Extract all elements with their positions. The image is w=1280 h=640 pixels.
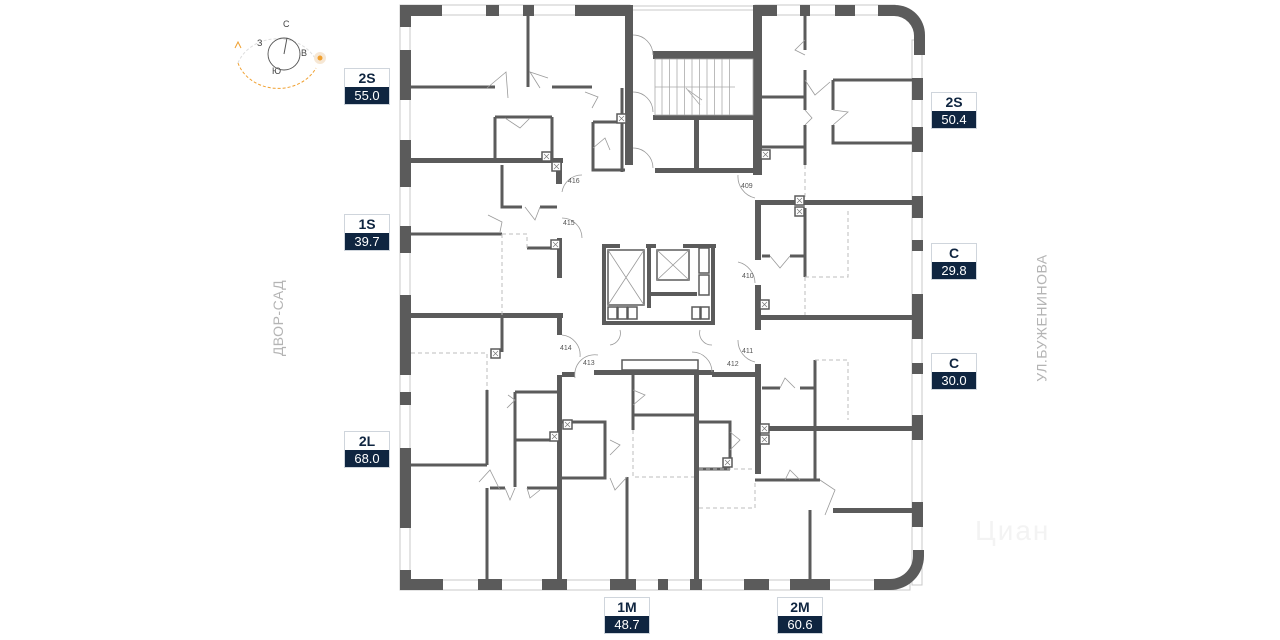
vent-shaft-icon [550, 239, 561, 250]
compass-rose-icon [234, 37, 326, 89]
vent-shaft-icon [759, 299, 770, 310]
unit-label-2s-right[interactable]: 2S 50.4 [931, 92, 977, 129]
unit-type: 2L [358, 433, 376, 449]
unit-type: C [948, 245, 960, 261]
vent-shaft-icon [562, 419, 573, 430]
compass-south: Ю [272, 66, 282, 76]
core-walls [411, 5, 915, 580]
outer-walls [400, 5, 925, 590]
doors [478, 34, 849, 516]
watermark: Циан [975, 515, 1051, 546]
compass: С З В Ю [228, 18, 328, 98]
unit-area: 48.7 [605, 616, 649, 633]
compass-north: С [283, 19, 290, 29]
zone-lines [411, 165, 849, 509]
apartment-number-413: 413 [583, 360, 595, 367]
unit-area: 60.6 [778, 616, 822, 633]
vent-shaft-icon [794, 195, 805, 206]
windows [399, 4, 923, 591]
unit-label-1s[interactable]: 1S 39.7 [344, 214, 390, 251]
vent-shaft-icon [722, 457, 733, 468]
vent-shaft-icon [541, 151, 552, 162]
apartment-number-412: 412 [727, 361, 739, 368]
apartment-number-414: 414 [560, 345, 572, 352]
unit-label-c-upper[interactable]: C 29.8 [931, 243, 977, 280]
unit-label-c-lower[interactable]: C 30.0 [931, 353, 977, 390]
partitions [411, 14, 912, 580]
unit-area: 29.8 [932, 262, 976, 279]
unit-label-2l[interactable]: 2L 68.0 [344, 431, 390, 468]
apartment-number-415: 415 [563, 220, 575, 227]
compass-west: З [257, 38, 263, 48]
unit-type: 2S [945, 94, 963, 110]
vent-shaft-icon [794, 206, 805, 217]
apartment-number-411: 411 [742, 348, 753, 355]
unit-type: 2M [790, 599, 810, 615]
apartment-number-416: 416 [568, 178, 580, 185]
compass-east: В [301, 48, 308, 58]
vent-shaft-icon [759, 423, 770, 434]
vent-shaft-icon [551, 161, 562, 172]
vent-shaft-icon [759, 434, 770, 445]
apartment-numbers: 416 415 414 413 412 411 410 409 [560, 178, 754, 368]
apartment-number-409: 409 [741, 183, 753, 190]
unit-label-2m[interactable]: 2M 60.6 [777, 597, 823, 634]
unit-area: 50.4 [932, 111, 976, 128]
unit-area: 39.7 [345, 233, 389, 250]
apartment-number-410: 410 [742, 273, 754, 280]
vent-shaft-icon [490, 348, 501, 359]
street-label-right: УЛ.БУЖЕНИНОВА [1033, 254, 1050, 382]
unit-type: 2S [358, 70, 376, 86]
unit-area: 68.0 [345, 450, 389, 467]
vent-shafts [490, 113, 805, 468]
unit-type: 1M [617, 599, 637, 615]
lift-core [602, 244, 716, 371]
vent-shaft-icon [616, 113, 627, 124]
unit-area: 30.0 [932, 372, 976, 389]
street-label-left: ДВОР-САД [270, 279, 287, 357]
staircase [654, 58, 754, 116]
vent-shaft-icon [549, 431, 560, 442]
vent-shaft-icon [760, 149, 771, 160]
unit-type: C [948, 355, 960, 371]
unit-label-1m[interactable]: 1M 48.7 [604, 597, 650, 634]
unit-type: 1S [358, 216, 376, 232]
stair-treads [661, 59, 730, 115]
unit-label-2s-left[interactable]: 2S 55.0 [344, 68, 390, 105]
unit-area: 55.0 [345, 87, 389, 104]
